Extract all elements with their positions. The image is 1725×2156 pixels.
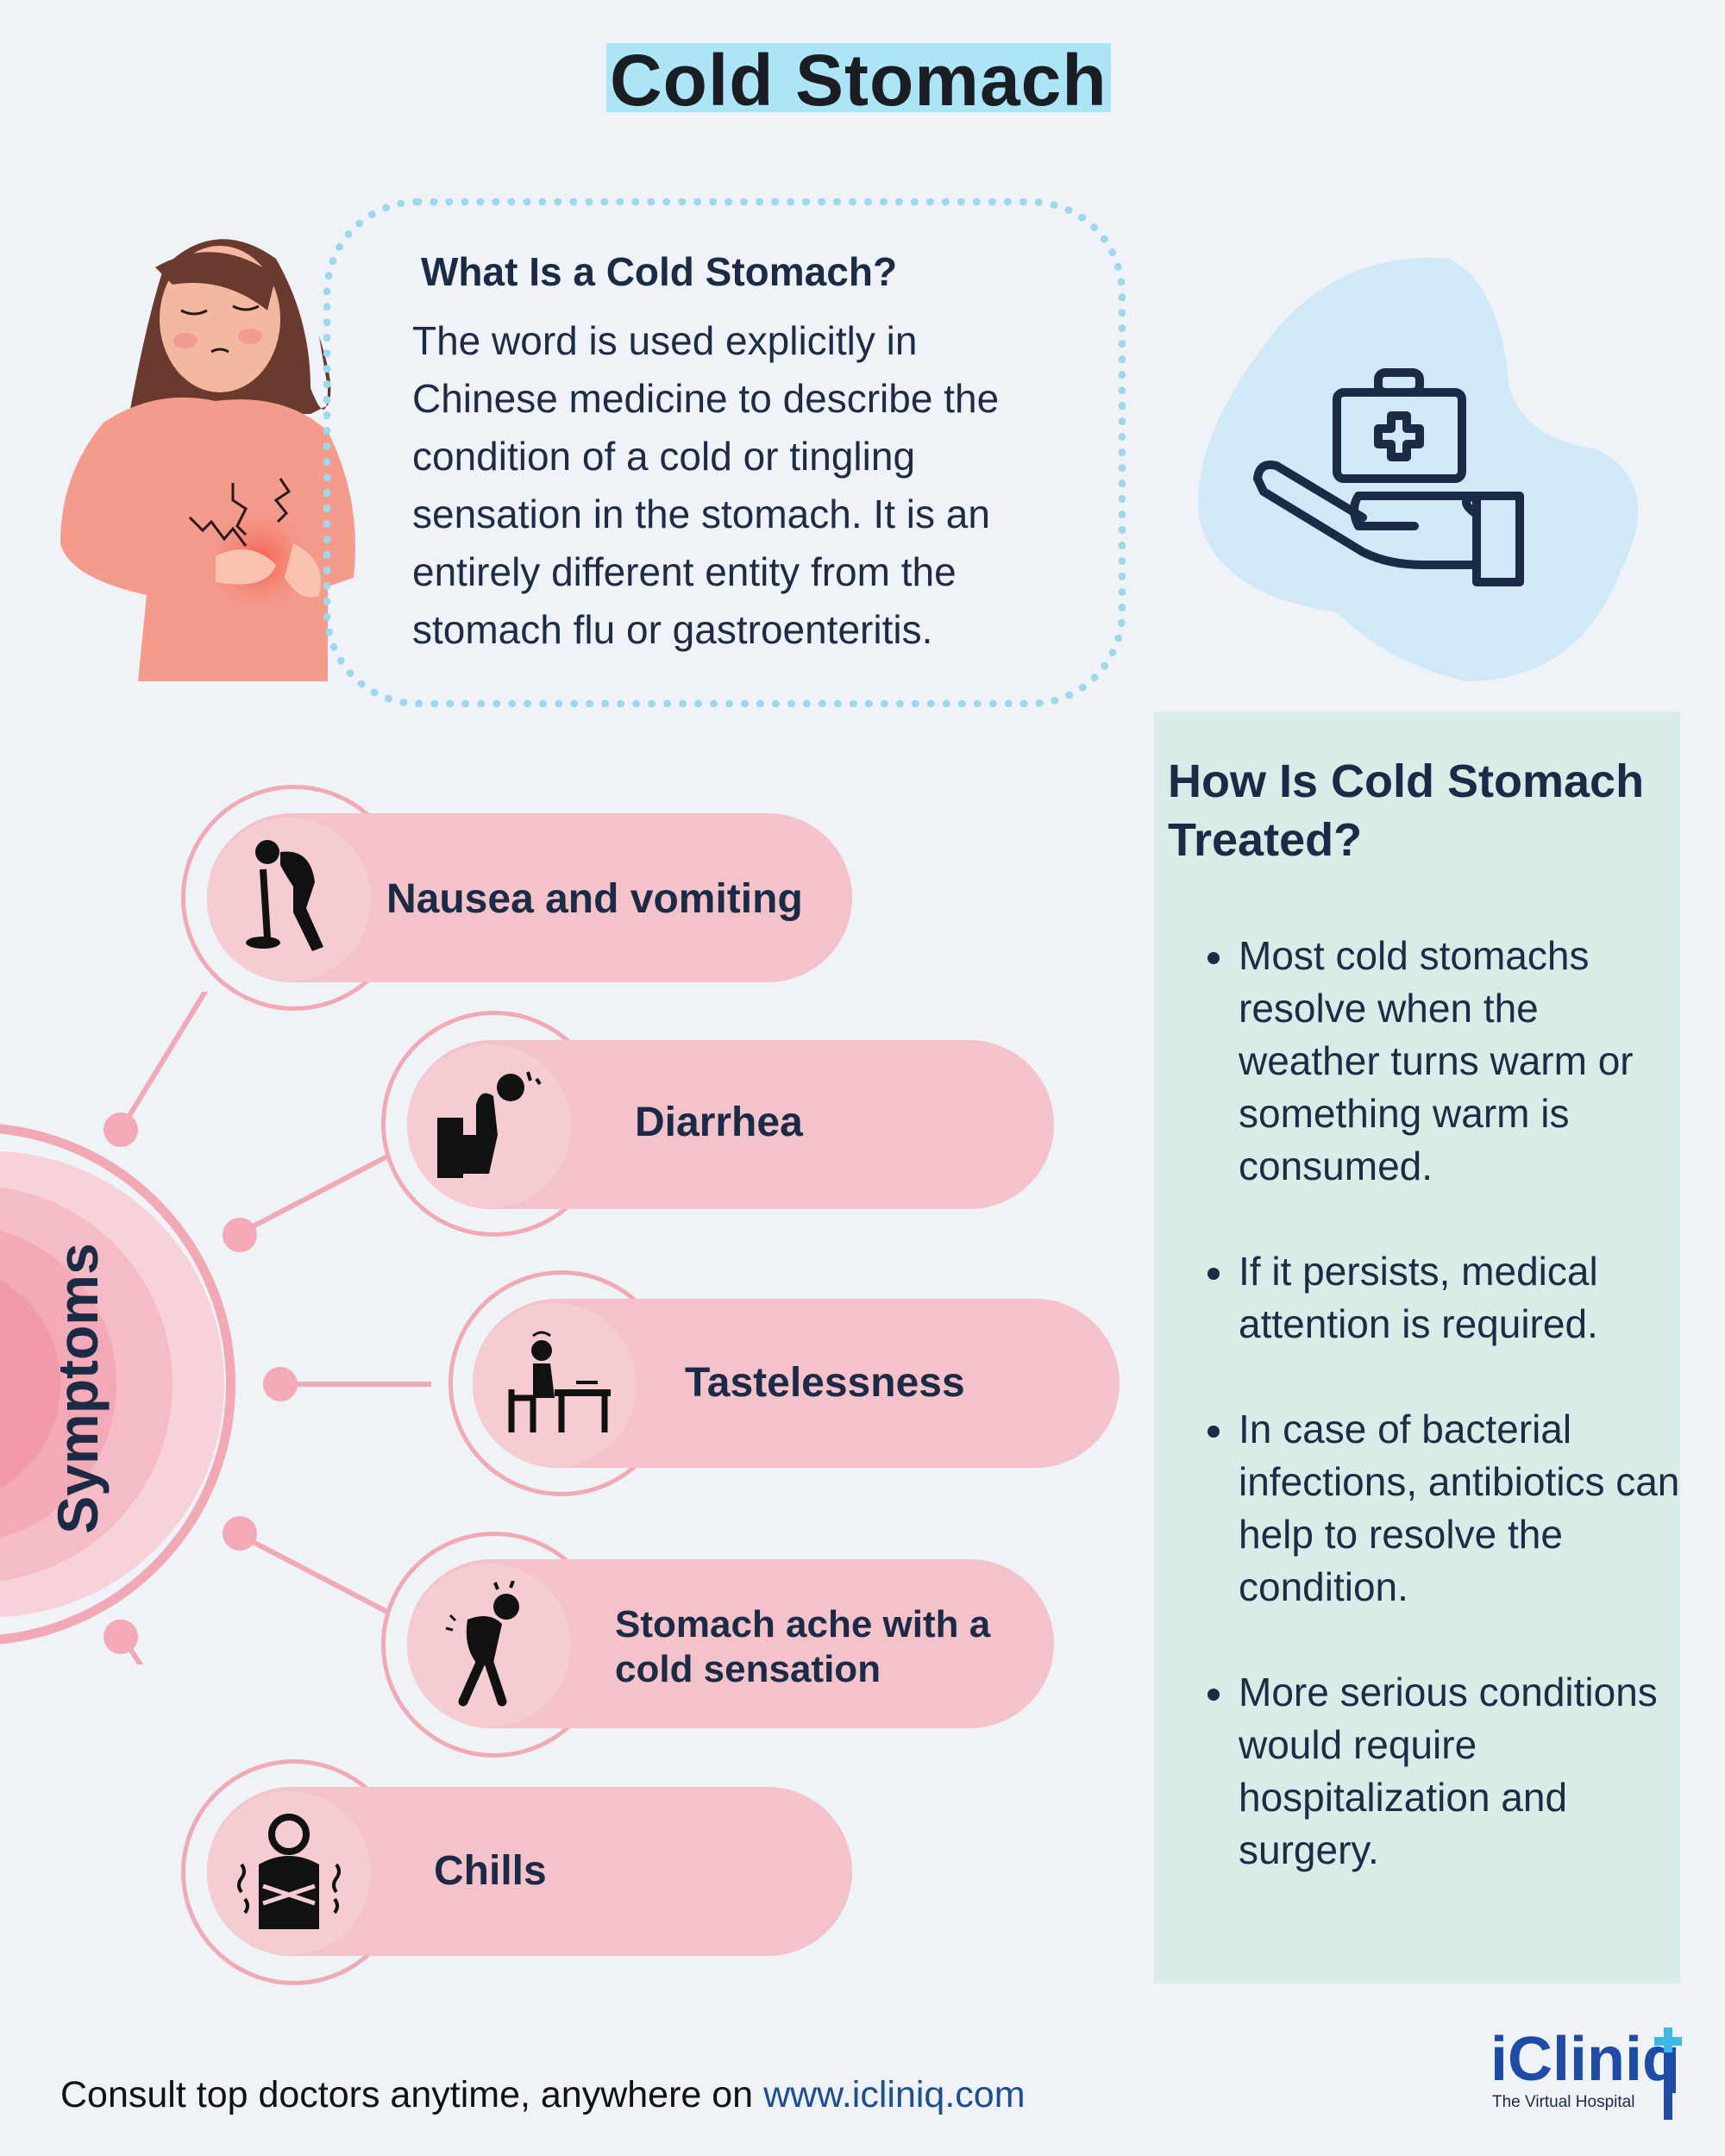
symptoms-label: Symptoms: [39, 1233, 116, 1544]
hand-medical-kit-icon: [1198, 257, 1639, 681]
treatment-panel: [1154, 711, 1680, 1984]
symptoms-label-text: Symptoms: [46, 1243, 110, 1534]
symptom-label: Nausea and vomiting: [386, 876, 803, 922]
definition-line: The word is used explicitly in: [412, 318, 918, 363]
treatment-heading: How Is Cold Stomach Treated?: [1168, 755, 1645, 866]
treatment-item: In case of bacterial infections, antibio…: [1199, 1403, 1682, 1614]
symptom-icon-circle: [207, 1791, 371, 1955]
symptoms-hub-diagram: [0, 992, 431, 1664]
symptom-label-line: cold sensation: [615, 1648, 881, 1690]
symptom-label: Chills: [434, 1848, 547, 1894]
logo-tagline: The Virtual Hospital: [1492, 2093, 1634, 2111]
definition-dotted-frame: [323, 198, 1126, 707]
treatment-item: Most cold stomachs resolve when the weat…: [1199, 930, 1682, 1193]
icliniq-logo-icon: iCliniq The Virtual Hospital: [1490, 2025, 1682, 2120]
definition-text: The word is used explicitly in Chinese m…: [412, 312, 1102, 659]
footer-text: Consult top doctors anytime, anywhere on: [60, 2074, 764, 2115]
definition-line: stomach flu or gastroenteritis.: [412, 607, 933, 652]
symptom-icon-circle: [207, 818, 371, 981]
shivering-person-icon: [237, 1814, 341, 1929]
symptom-icon-circle: [407, 1564, 571, 1727]
vomiting-person-icon: [246, 840, 323, 951]
woman-stomach-pain-illustration: [60, 239, 355, 681]
page-title: Cold Stomach: [606, 43, 1111, 117]
footer-cta: Consult top doctors anytime, anywhere on…: [60, 2074, 1026, 2116]
stomach-ache-person-icon: [445, 1581, 519, 1707]
symptom-label-line: Stomach ache with a: [615, 1603, 991, 1645]
symptom-label: Tastelessness: [685, 1360, 965, 1406]
definition-line: Chinese medicine to describe the: [412, 376, 1000, 421]
logo-wordmark: iCliniq: [1490, 2027, 1680, 2094]
footer-link[interactable]: www.icliniq.com: [763, 2074, 1026, 2115]
treatment-list: Most cold stomachs resolve when the weat…: [1199, 930, 1682, 1929]
definition-line: condition of a cold or tingling: [412, 434, 916, 479]
definition-line: sensation in the stomach. It is an: [412, 492, 990, 536]
symptom-label: Diarrhea: [635, 1100, 803, 1145]
treatment-item: More serious conditions would require ho…: [1199, 1666, 1682, 1877]
toilet-person-icon: [437, 1071, 542, 1178]
person-at-table-icon: [508, 1331, 611, 1432]
icliniq-logo: iCliniq The Virtual Hospital: [1490, 2025, 1689, 2126]
treatment-item: If it persists, medical attention is req…: [1199, 1245, 1682, 1351]
symptom-icon-circle: [407, 1044, 571, 1208]
symptom-icon-circle: [473, 1303, 637, 1467]
definition-line: entirely different entity from the: [412, 549, 957, 594]
symptom-label: Stomach ache with a cold sensation: [615, 1602, 990, 1692]
definition-heading: What Is a Cold Stomach?: [421, 249, 898, 294]
